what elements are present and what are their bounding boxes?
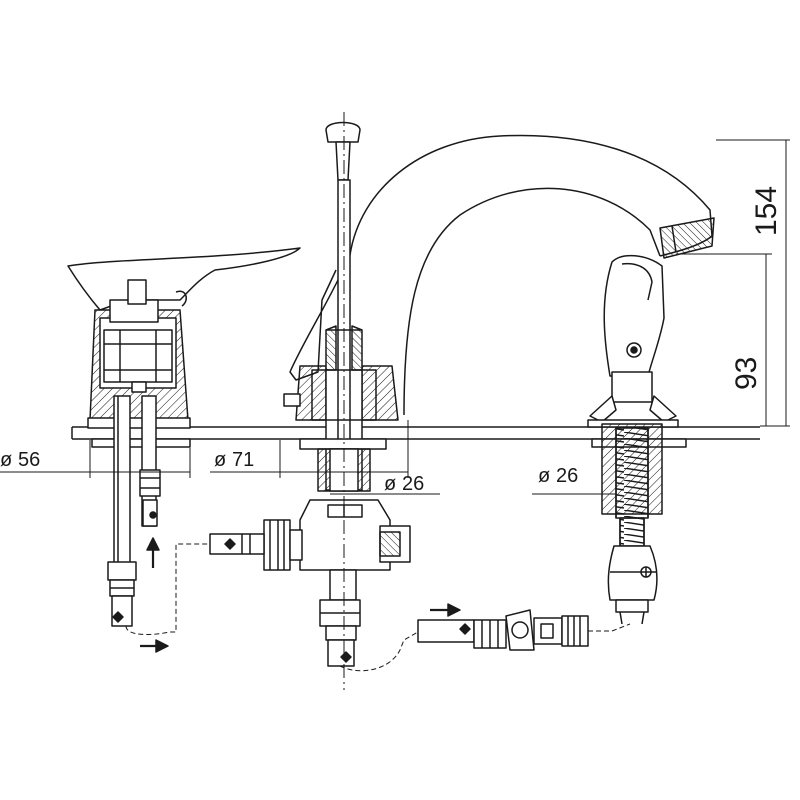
dim-d26-center-symbol: ø bbox=[384, 473, 396, 495]
dim-d26-right-label: 26 bbox=[556, 465, 578, 487]
hand-shower-connector bbox=[417, 609, 589, 651]
dim-h154-label: 154 bbox=[750, 186, 783, 236]
dim-d26-right-symbol: ø bbox=[538, 465, 550, 487]
dim-d56-symbol: ø bbox=[0, 449, 12, 471]
dim-d71-symbol: ø bbox=[214, 449, 226, 471]
dim-h93-label: 93 bbox=[730, 357, 763, 390]
dim-d71-label: 71 bbox=[232, 449, 254, 471]
dimension-labels: ø 56 ø 71 ø 26 ø 26 154 93 bbox=[0, 186, 783, 495]
flow-arrow-up bbox=[146, 537, 160, 568]
hand-shower bbox=[587, 254, 687, 625]
lever-valve-body bbox=[67, 247, 301, 448]
flow-arrow-right-center bbox=[430, 603, 461, 617]
flow-arrow-right-left bbox=[140, 639, 169, 653]
pop-up-rod bbox=[325, 121, 361, 361]
lever-valve-supply-lines bbox=[107, 395, 161, 627]
center-mixing-tee bbox=[209, 499, 411, 667]
dim-d26-center-label: 26 bbox=[402, 473, 424, 495]
flow-lines bbox=[125, 543, 631, 672]
dimension-lines bbox=[0, 112, 790, 690]
dim-d56-label: 56 bbox=[18, 449, 40, 471]
